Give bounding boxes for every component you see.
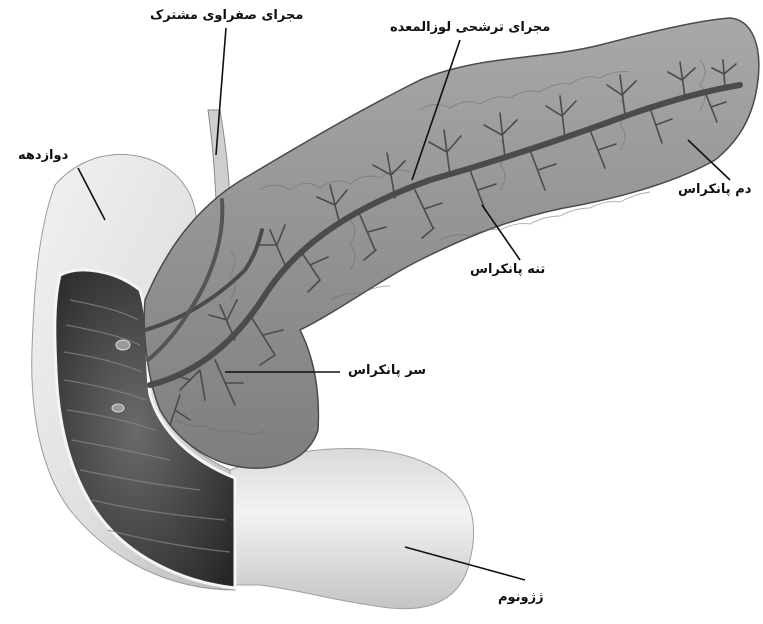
label-pancreas-tail: دم پانکراس: [678, 182, 751, 197]
label-duodenum: دوازدهه: [18, 148, 68, 163]
label-pancreatic-duct: مجرای ترشحی لوزالمعده: [390, 20, 550, 35]
label-common-bile-duct: مجرای صفراوی مشترک: [150, 8, 303, 23]
label-pancreas-body: تنه پانکراس: [470, 262, 545, 277]
label-jejunum: ژژونوم: [498, 590, 544, 605]
papilla-minor: [112, 404, 124, 412]
pancreas-shape: [144, 18, 759, 468]
label-pancreas-head: سر پانکراس: [348, 363, 426, 378]
jejunum-shape: [230, 449, 474, 609]
papilla-major: [116, 340, 130, 350]
